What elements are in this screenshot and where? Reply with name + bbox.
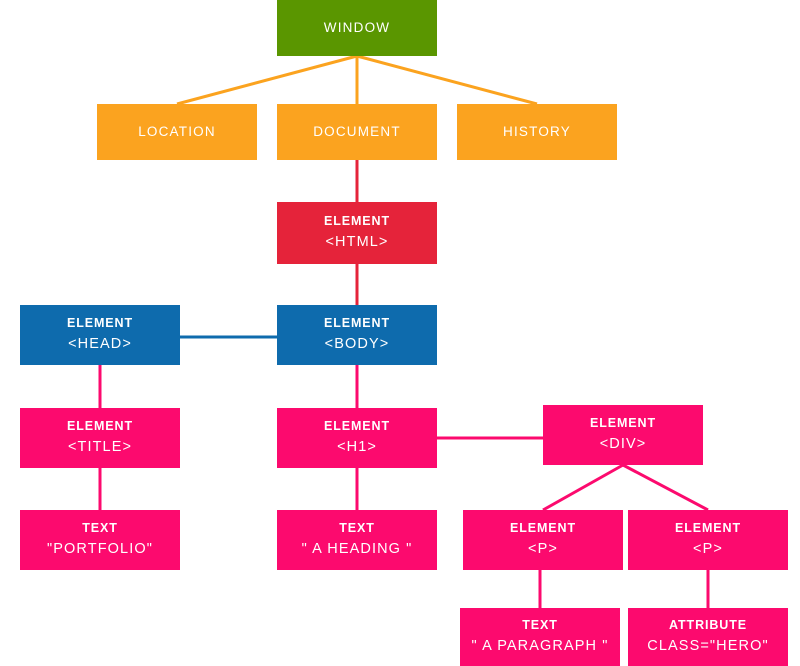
edge-div-p-left bbox=[542, 463, 624, 512]
node-kind-label: ELEMENT bbox=[66, 418, 134, 433]
node-div[interactable]: ELEMENT <DIV> bbox=[543, 405, 703, 465]
node-tag-label: <P> bbox=[693, 541, 723, 558]
node-tag-label: " A PARAGRAPH " bbox=[471, 638, 609, 655]
node-kind-label: WINDOW bbox=[323, 19, 391, 35]
node-head[interactable]: ELEMENT <HEAD> bbox=[20, 305, 180, 365]
node-kind-label: ELEMENT bbox=[589, 415, 657, 430]
node-tag-label: " A HEADING " bbox=[301, 541, 413, 558]
node-kind-label: LOCATION bbox=[138, 123, 216, 139]
node-tag-label: <DIV> bbox=[599, 436, 647, 453]
node-text-heading[interactable]: TEXT " A HEADING " bbox=[277, 510, 437, 570]
node-kind-label: ELEMENT bbox=[323, 418, 391, 433]
node-kind-label: DOCUMENT bbox=[313, 123, 401, 139]
node-body[interactable]: ELEMENT <BODY> bbox=[277, 305, 437, 365]
node-p-right[interactable]: ELEMENT <P> bbox=[628, 510, 788, 570]
node-window[interactable]: WINDOW bbox=[277, 0, 437, 56]
node-tag-label: <HEAD> bbox=[68, 336, 132, 353]
node-tag-label: "PORTFOLIO" bbox=[47, 541, 153, 558]
edge-window-location bbox=[176, 54, 358, 106]
node-location[interactable]: LOCATION bbox=[97, 104, 257, 160]
node-tag-label: <P> bbox=[528, 541, 558, 558]
node-attribute-hero[interactable]: ATTRIBUTE CLASS="HERO" bbox=[628, 608, 788, 666]
node-kind-label: TEXT bbox=[522, 617, 558, 632]
node-history[interactable]: HISTORY bbox=[457, 104, 617, 160]
node-document[interactable]: DOCUMENT bbox=[277, 104, 437, 160]
node-p-left[interactable]: ELEMENT <P> bbox=[463, 510, 623, 570]
node-kind-label: TEXT bbox=[82, 520, 118, 535]
node-h1[interactable]: ELEMENT <H1> bbox=[277, 408, 437, 468]
node-title[interactable]: ELEMENT <TITLE> bbox=[20, 408, 180, 468]
node-tag-label: <H1> bbox=[337, 439, 377, 456]
node-tag-label: <BODY> bbox=[324, 336, 390, 353]
node-tag-label: <TITLE> bbox=[67, 439, 133, 456]
node-kind-label: ELEMENT bbox=[323, 315, 391, 330]
node-kind-label: HISTORY bbox=[503, 123, 571, 139]
node-tag-label: <HTML> bbox=[325, 234, 389, 251]
edge-window-history bbox=[356, 54, 538, 106]
node-text-portfolio[interactable]: TEXT "PORTFOLIO" bbox=[20, 510, 180, 570]
node-kind-label: ELEMENT bbox=[674, 520, 742, 535]
node-kind-label: ELEMENT bbox=[323, 213, 391, 228]
node-tag-label: CLASS="HERO" bbox=[647, 638, 769, 655]
node-html[interactable]: ELEMENT <HTML> bbox=[277, 202, 437, 264]
edge-div-p-right bbox=[622, 463, 709, 512]
node-kind-label: ELEMENT bbox=[66, 315, 134, 330]
node-kind-label: ELEMENT bbox=[509, 520, 577, 535]
node-kind-label: ATTRIBUTE bbox=[669, 617, 747, 632]
node-kind-label: TEXT bbox=[339, 520, 375, 535]
node-text-paragraph[interactable]: TEXT " A PARAGRAPH " bbox=[460, 608, 620, 666]
